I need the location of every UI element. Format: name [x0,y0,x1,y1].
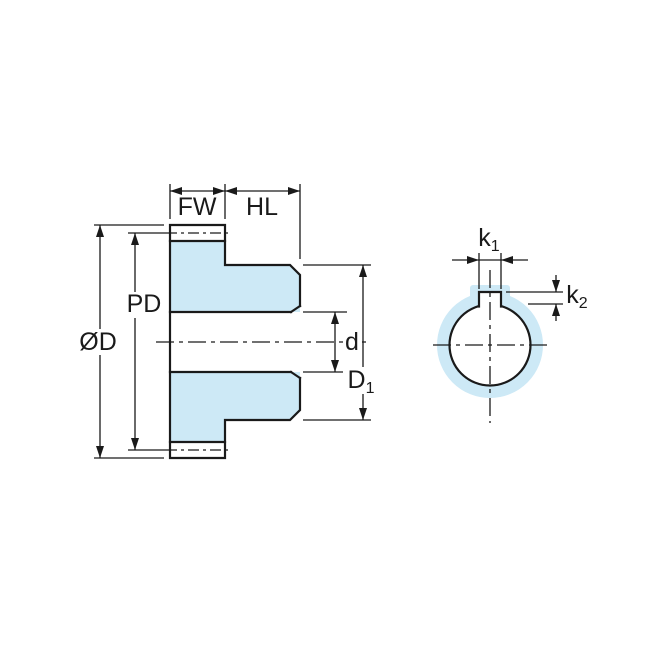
dim-keyway-depth [506,275,563,321]
label-bg-d [343,330,362,355]
label-keyway-width: k1 [478,224,500,255]
label-outer-diameter: ØD [79,328,117,356]
keyway-outline [477,290,503,308]
label-hub-diameter: D1 [348,366,375,397]
dim-hub-length [225,184,301,259]
dim-pitch-diameter [128,232,166,451]
label-bg-d1 [343,367,381,394]
keyway-cover [479,291,501,307]
label-backgrounds [76,292,381,394]
label-bore-diameter: d [345,328,359,356]
dim-keyway-width [452,253,528,289]
dim-bore-diameter [303,311,347,373]
label-bg-od [76,329,120,355]
dimension-linework [94,184,563,459]
bore-chamfer-top [289,304,302,314]
dimension-labels: FW HL PD ØD d D1 k1 k2 [79,193,588,397]
dim-hub-diameter [303,264,371,421]
label-bg-pd [124,292,164,318]
label-pitch-diameter: PD [127,290,162,318]
label-keyway-depth: k2 [566,281,588,312]
label-hub-length: HL [246,193,278,221]
bore-chamfer-bottom [289,370,302,380]
reference-lines [156,232,547,451]
label-face-width: FW [178,193,217,221]
